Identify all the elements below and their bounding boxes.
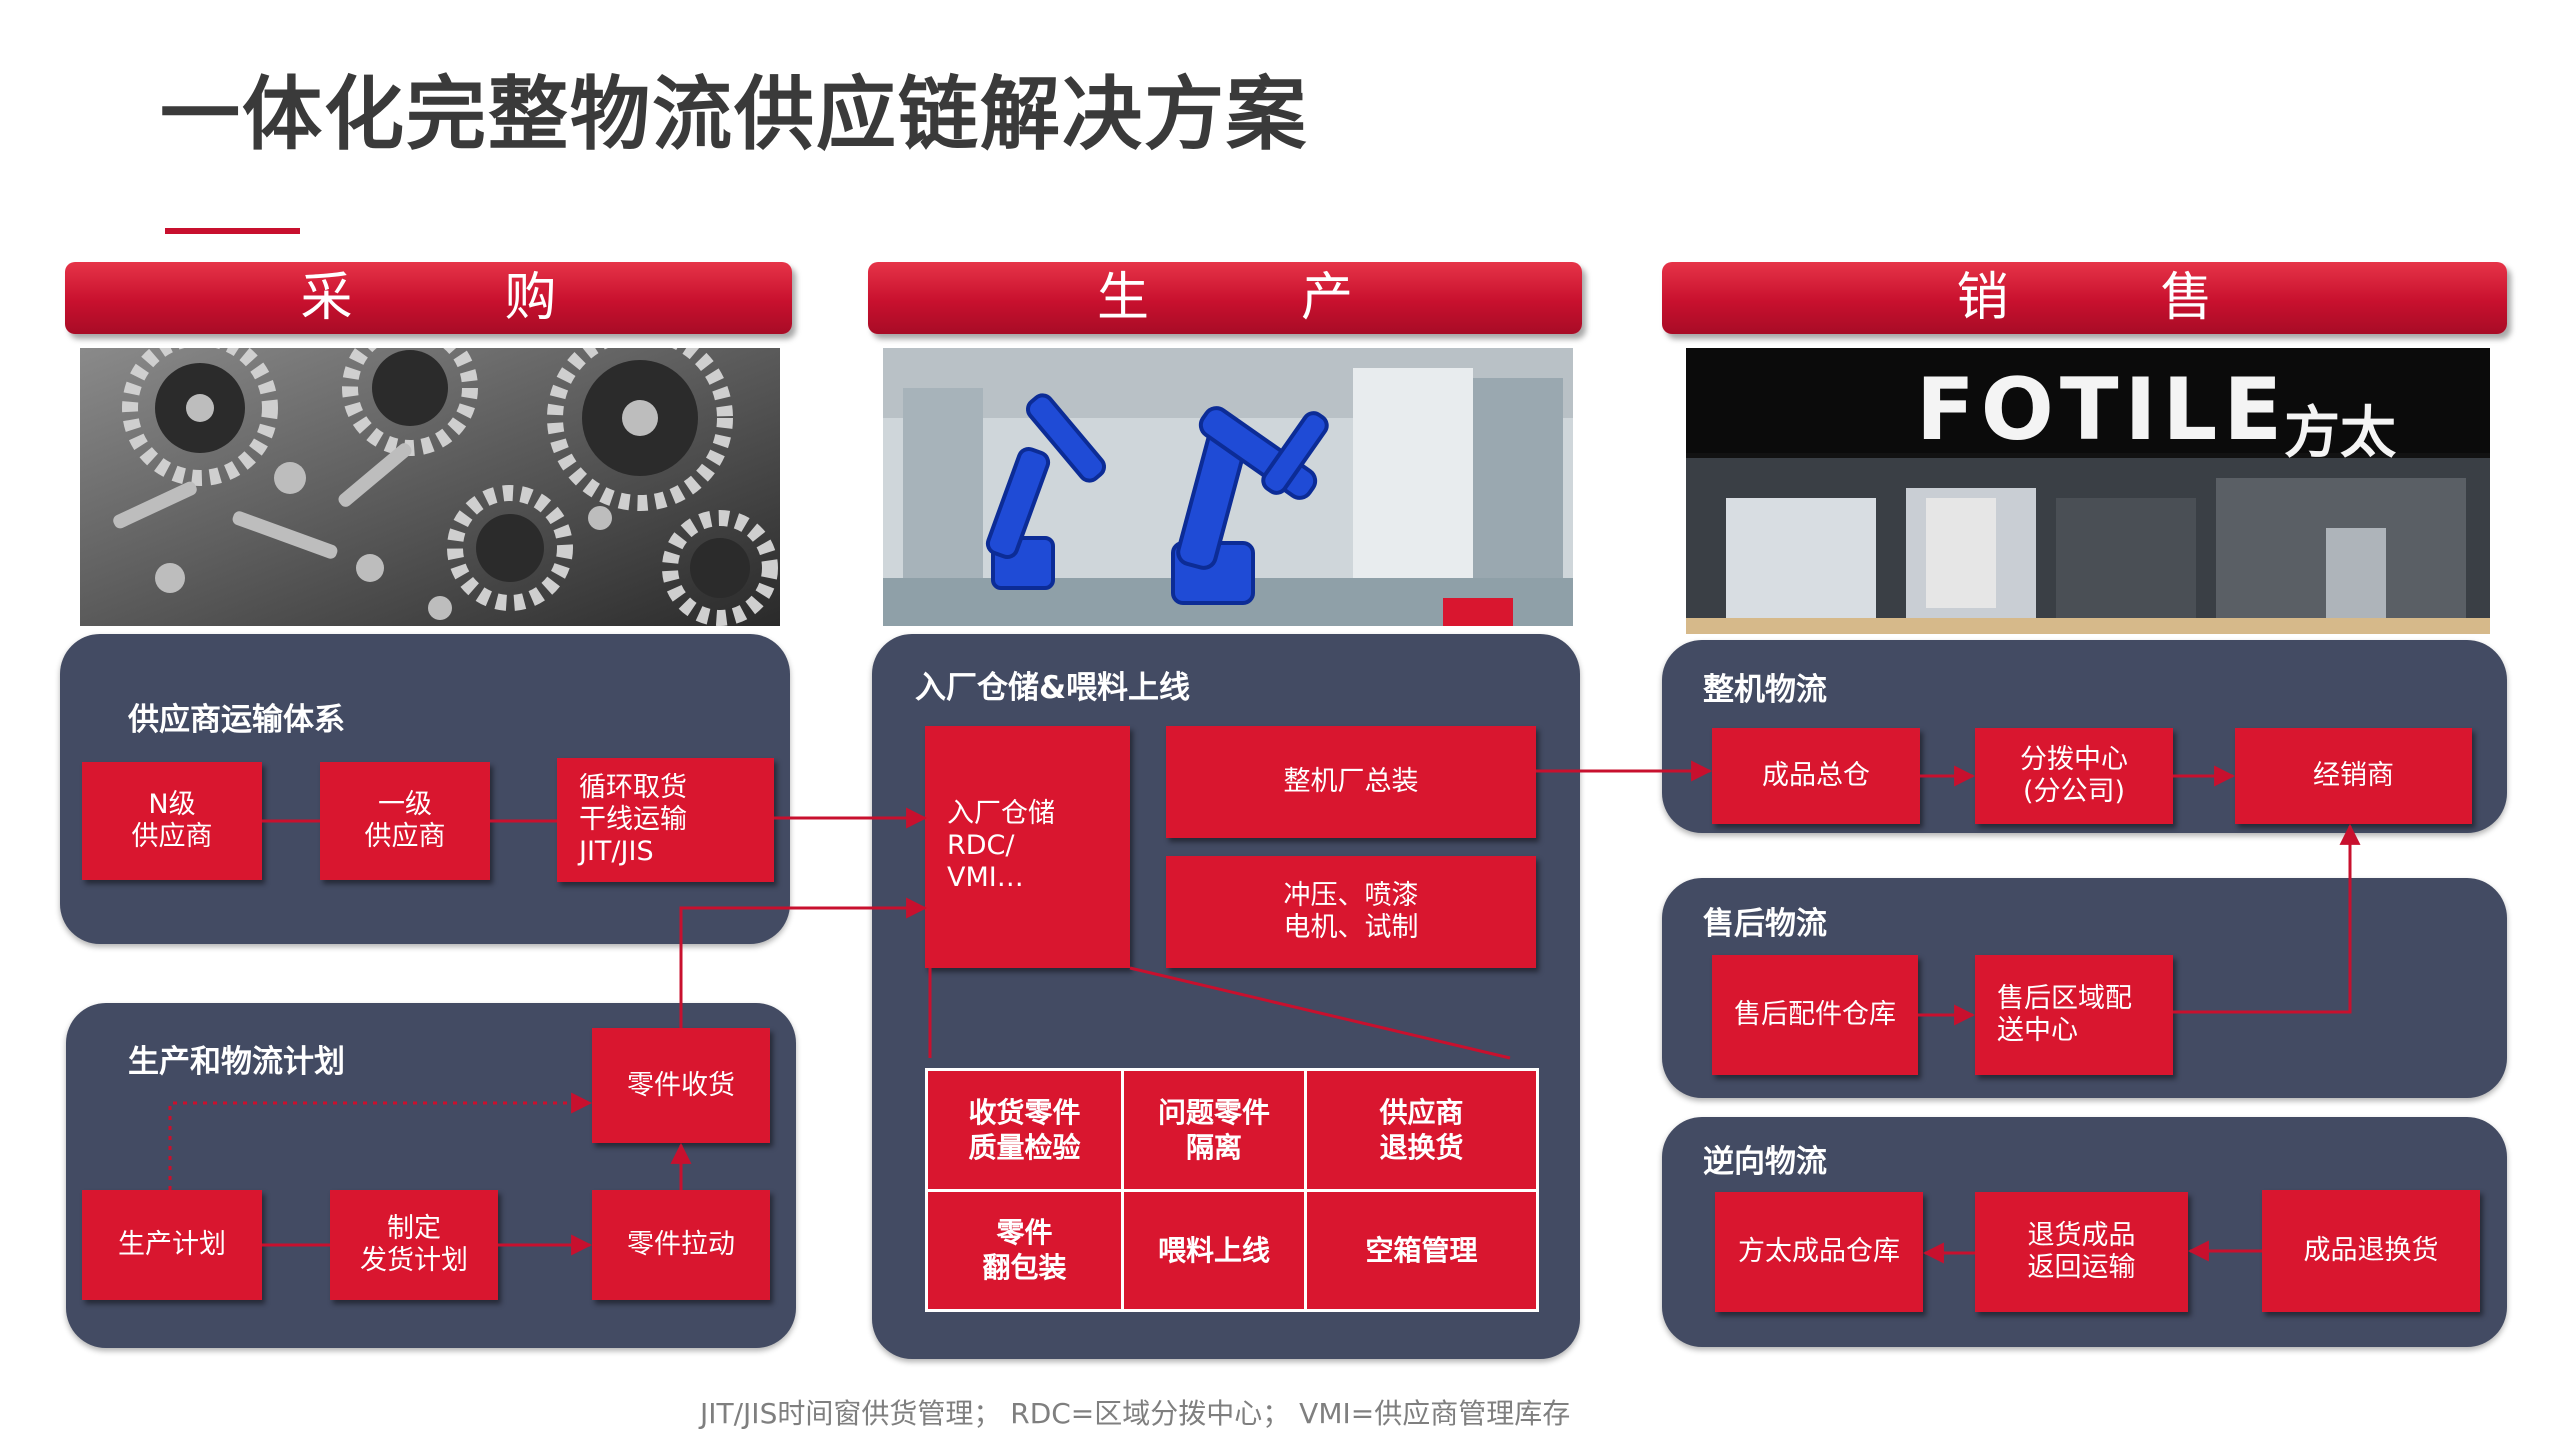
aftersales-parts-warehouse-box: 售后配件仓库 [1712,955,1918,1075]
n-tier-supplier-box: N级 供应商 [82,762,262,880]
distribution-center-box: 分拨中心 (分公司) [1975,728,2173,824]
store-brand: FOTILE [1916,360,2289,460]
inbound-warehouse-box: 入厂仓储 RDC/ VMI… [925,726,1130,968]
grid-cell-supplier-return: 供应商 退换货 [1307,1071,1536,1189]
banner-production: 生 产 [868,262,1582,334]
supplier-transport-title: 供应商运输体系 [128,702,345,738]
grid-cell-quality-inspection: 收货零件 质量检验 [928,1071,1121,1189]
parts-receipt-box: 零件收货 [592,1028,770,1143]
finished-warehouse-box: 成品总仓 [1712,728,1920,824]
robots-photo [883,348,1573,626]
gears-photo [80,348,780,626]
parts-pull-box: 零件拉动 [592,1190,770,1300]
banner-sales: 销 售 [1662,262,2507,334]
store-photo: FOTILE 方太 [1686,348,2490,634]
page-title: 一体化完整物流供应链解决方案 [160,68,1308,161]
shipping-plan-box: 制定 发货计划 [330,1190,498,1300]
unit-logistics-title: 整机物流 [1703,672,1827,708]
fotile-warehouse-box: 方太成品仓库 [1715,1192,1923,1312]
grid-cell-problem-parts-isolation: 问题零件 隔离 [1124,1071,1304,1189]
production-plan-box: 生产计划 [82,1190,262,1300]
store-brand-cn: 方太 [2284,401,2396,466]
product-return-box: 成品退换货 [2262,1190,2480,1312]
grid-cell-repackaging: 零件 翻包装 [928,1191,1121,1309]
planning-title: 生产和物流计划 [128,1044,345,1080]
banner-procurement: 采 购 [65,262,792,334]
title-underline [165,228,300,234]
assembly-box: 整机厂总装 [1166,726,1536,838]
reverse-logistics-title: 逆向物流 [1703,1144,1827,1180]
dealer-box: 经销商 [2235,728,2472,824]
tier1-supplier-box: 一级 供应商 [320,762,490,880]
milk-run-box: 循环取货 干线运输 JIT/JIS [557,758,774,882]
aftersales-title: 售后物流 [1703,906,1827,942]
grid-cell-line-feeding: 喂料上线 [1124,1191,1304,1309]
operations-grid: 收货零件 质量检验 问题零件 隔离 供应商 退换货 零件 翻包装 喂料上线 空箱… [925,1068,1539,1312]
return-transport-box: 退货成品 返回运输 [1975,1192,2188,1312]
production-title: 入厂仓储&喂料上线 [915,670,1191,706]
footer-note: JIT/JIS时间窗供货管理； RDC=区域分拨中心； VMI=供应商管理库存 [700,1397,1571,1430]
processes-box: 冲压、喷漆 电机、试制 [1166,856,1536,968]
aftersales-regional-center-box: 售后区域配 送中心 [1975,955,2173,1075]
grid-cell-empty-box-management: 空箱管理 [1307,1191,1536,1309]
